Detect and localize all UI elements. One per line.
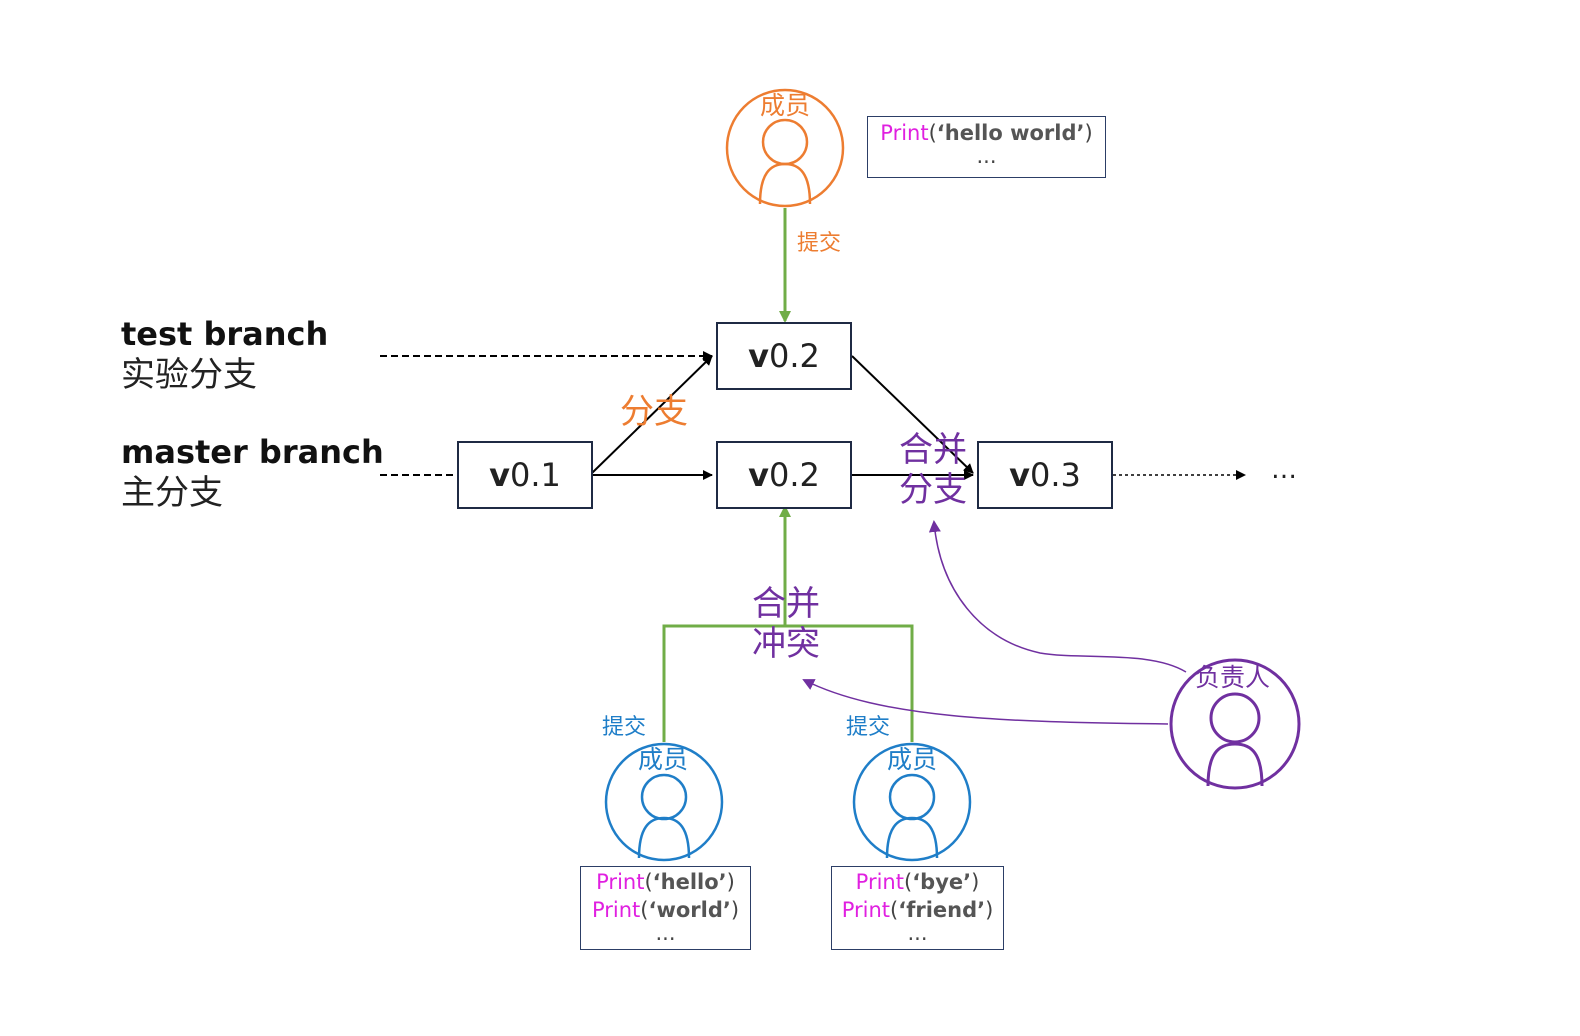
arrow-v02-test-to-v03 xyxy=(851,355,974,474)
version-prefix: v xyxy=(489,456,510,494)
code-box-left: Print(‘hello’) Print(‘world’) ... xyxy=(580,866,751,950)
code-line: Print(‘hello world’) xyxy=(880,121,1093,145)
merge-conflict-label-line2: 冲突 xyxy=(752,624,820,664)
code-box-top: Print(‘hello world’) ... xyxy=(867,116,1106,178)
master-branch-label: master branch xyxy=(121,433,384,471)
code-ellipsis: ... xyxy=(976,144,997,168)
merge-conflict-label-line1: 合并 xyxy=(752,584,820,624)
arrow-v01-to-v02-test xyxy=(591,355,713,474)
code-ellipsis: ... xyxy=(907,921,928,945)
version-number: 0.2 xyxy=(768,456,820,494)
merge-branch-label-line2: 分支 xyxy=(899,470,967,510)
owner-arrow-to-merge-conflict xyxy=(802,679,1169,725)
code-ellipsis: ... xyxy=(655,921,676,945)
version-prefix: v xyxy=(1009,456,1030,494)
test-branch-label: test branch xyxy=(121,315,329,353)
top-member-person-icon xyxy=(725,88,845,208)
branch-off-label: 分支 xyxy=(620,392,688,432)
continuation-ellipsis: … xyxy=(1271,455,1297,485)
left-member-label: 成员 xyxy=(638,745,689,774)
right-member-person-icon xyxy=(852,742,972,862)
version-prefix: v xyxy=(748,337,769,375)
commit-left-label: 提交 xyxy=(602,715,647,740)
code-box-right: Print(‘bye’) Print(‘friend’) ... xyxy=(831,866,1004,950)
commit-lines-bottom xyxy=(662,507,914,742)
commit-right-label: 提交 xyxy=(846,715,891,740)
owner-arrow-to-merge-branch xyxy=(928,520,1187,673)
top-member-label: 成员 xyxy=(760,91,811,120)
right-member-label: 成员 xyxy=(887,745,938,774)
commit-top-label: 提交 xyxy=(797,231,842,256)
master-branch-zh-label: 主分支 xyxy=(121,473,223,513)
test-branch-zh-label: 实验分支 xyxy=(121,355,257,395)
version-number: 0.3 xyxy=(1029,456,1081,494)
version-prefix: v xyxy=(748,456,769,494)
owner-label: 负责人 xyxy=(1195,663,1271,692)
code-line: Print(‘friend’) xyxy=(841,898,994,922)
version-number: 0.1 xyxy=(509,456,561,494)
code-line: Print(‘world’) xyxy=(591,898,740,922)
code-line: Print(‘hello’) xyxy=(596,870,735,894)
code-line: Print(‘bye’) xyxy=(855,870,980,894)
merge-branch-label-line1: 合并 xyxy=(899,430,967,470)
left-member-person-icon xyxy=(604,742,724,862)
owner-person-icon xyxy=(1169,658,1301,790)
version-number: 0.2 xyxy=(768,337,820,375)
